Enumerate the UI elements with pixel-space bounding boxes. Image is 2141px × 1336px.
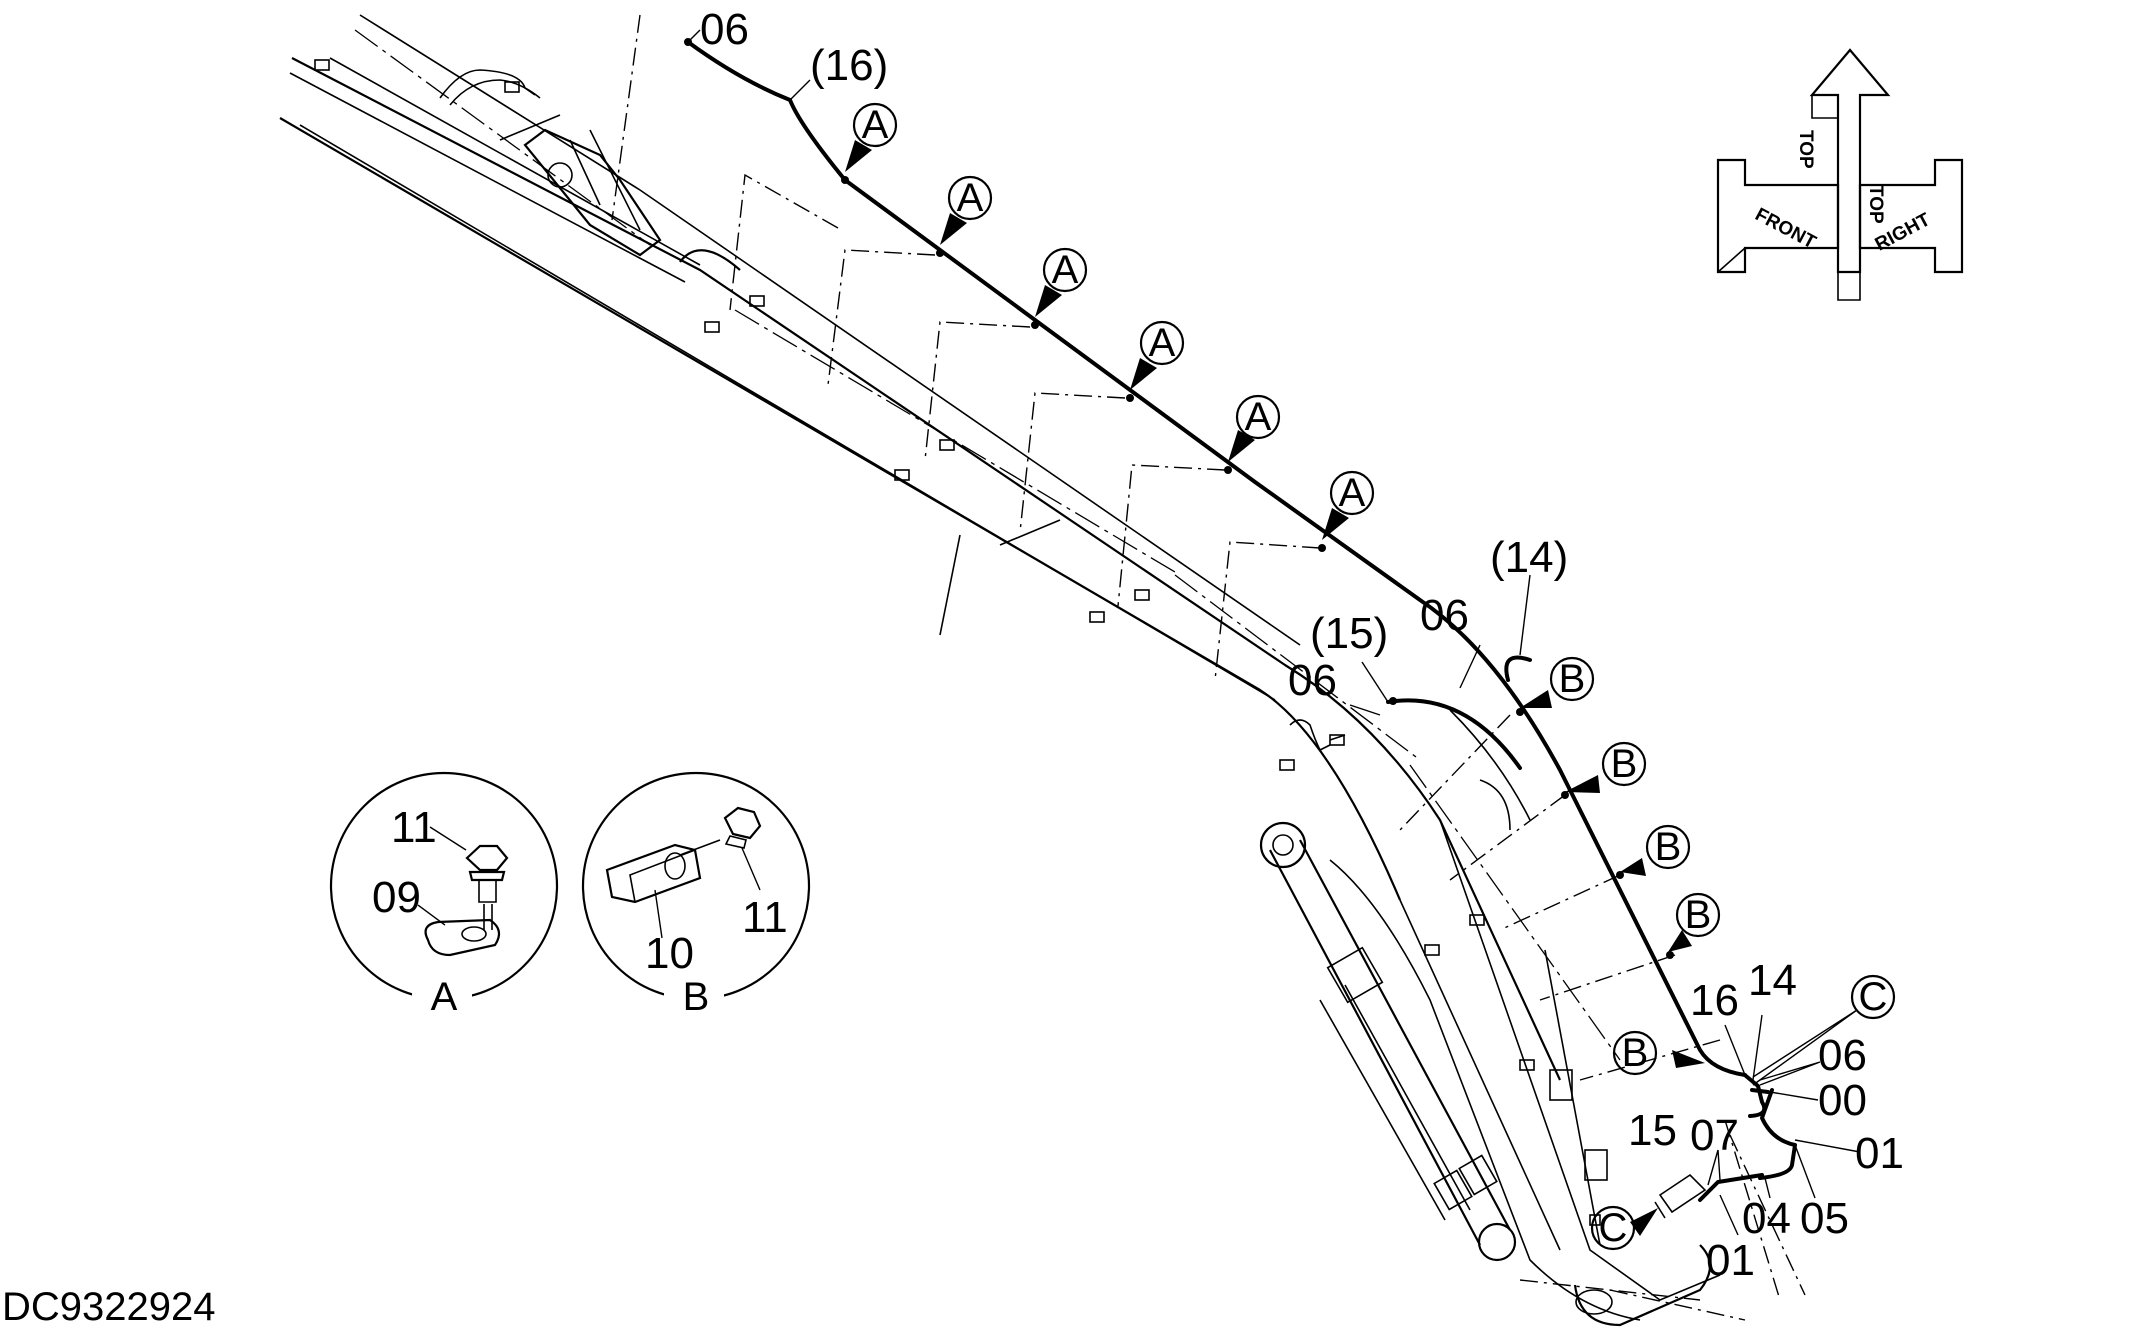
callout-b-letter: B <box>1622 1031 1649 1075</box>
orientation-top-left-label: TOP <box>1795 130 1816 169</box>
callout-a-5: A <box>1228 394 1281 462</box>
part-labels: 06 (16) (14) 06 (15) 06 16 14 06 00 01 1… <box>687 5 1904 1285</box>
detail-a-clamp-label: 09 <box>372 873 421 922</box>
label-07-right: 07 <box>1690 1111 1739 1160</box>
callout-b-letter: B <box>1611 742 1638 786</box>
label-16-right: 16 <box>1690 976 1739 1025</box>
label-00-right: 00 <box>1818 1076 1867 1125</box>
callout-a-letter: A <box>1052 248 1079 292</box>
detail-b: 11 10 B <box>581 771 811 1019</box>
dash-dot-centerlines <box>354 14 1806 1321</box>
callout-a-2: A <box>940 175 993 245</box>
label-05-right: 05 <box>1800 1194 1849 1243</box>
detail-b-clamp-label: 10 <box>645 929 694 978</box>
callout-a-letter: A <box>957 176 984 220</box>
callout-b-1: B <box>1520 656 1595 708</box>
label-14-right: 14 <box>1748 956 1797 1005</box>
label-15-right: 15 <box>1628 1106 1677 1155</box>
callout-b-5: B <box>1612 1030 1705 1076</box>
detail-a-bolt-label: 11 <box>391 803 437 852</box>
label-15-mid: (15) <box>1310 609 1388 658</box>
drawing-code: DC9322924 <box>2 1285 216 1329</box>
callout-b-letter: B <box>1685 893 1712 937</box>
callout-c-1: C <box>1752 974 1896 1086</box>
label-06-top: 06 <box>700 5 749 54</box>
label-06-right: 06 <box>1818 1031 1867 1080</box>
orientation-top-right-label: TOP <box>1865 185 1886 224</box>
callout-a-4: A <box>1130 320 1185 390</box>
callout-a-1: A <box>845 102 898 172</box>
callout-a-3: A <box>1035 247 1088 317</box>
callout-a-letter: A <box>862 103 889 147</box>
callout-a-letter: A <box>1149 321 1176 365</box>
detail-b-bolt-label: 11 <box>742 893 788 942</box>
orientation-symbol: FRONT TOP TOP RIGHT <box>1716 48 1964 301</box>
callout-b-letter: B <box>1559 657 1586 701</box>
callout-b-3: B <box>1620 824 1691 876</box>
callout-c-2: C <box>1590 1205 1658 1251</box>
callout-b-2: B <box>1565 741 1647 793</box>
detail-a-name: A <box>431 975 458 1019</box>
label-04-right: 04 <box>1742 1194 1791 1243</box>
callout-bubbles: A A A A A A B <box>845 102 1896 1251</box>
label-06-mid-lower: 06 <box>1288 656 1337 705</box>
callout-a-letter: A <box>1245 395 1272 439</box>
arm-cylinder <box>1259 821 1517 1262</box>
detail-b-name: B <box>683 975 710 1019</box>
callout-b-letter: B <box>1655 825 1682 869</box>
callout-a-letter: A <box>1339 471 1366 515</box>
label-01-right: 01 <box>1855 1129 1904 1178</box>
detail-a: 11 09 A <box>329 771 559 1019</box>
label-01-bottom: 01 <box>1706 1236 1755 1285</box>
callout-b-4: B <box>1668 892 1721 952</box>
orientation-front-label: FRONT <box>1752 204 1820 253</box>
callout-c-letter: C <box>1599 1206 1628 1250</box>
label-06-mid-upper: 06 <box>1420 591 1469 640</box>
boom-structure <box>279 14 1721 1327</box>
callout-a-6: A <box>1322 470 1375 540</box>
label-14-mid: (14) <box>1490 533 1568 582</box>
callout-c-letter: C <box>1859 975 1888 1019</box>
label-16-top: (16) <box>810 41 888 90</box>
